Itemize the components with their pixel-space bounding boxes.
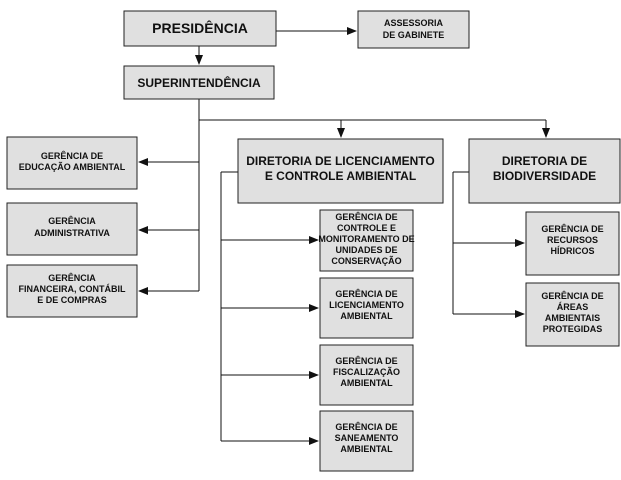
box-presidencia: PRESIDÊNCIA — [123, 10, 277, 47]
gerencia-financeira-line2: FINANCEIRA, CONTÁBIL — [19, 284, 126, 294]
gerencia-administrativa-line2: ADMINISTRATIVA — [34, 228, 110, 238]
box-gerencia-educacao: GERÊNCIA DE EDUCAÇÃO AMBIENTAL — [6, 136, 138, 190]
gerencia-areas-line2: ÁREAS — [557, 302, 589, 312]
gerencia-saneamento-line3: AMBIENTAL — [340, 444, 393, 454]
gerencia-licenciamento-line1: GERÊNCIA DE — [335, 288, 397, 299]
gerencia-financeira-line1: GERÊNCIA — [48, 272, 96, 283]
diretoria-biodiversidade-line1: DIRETORIA DE — [502, 154, 587, 168]
presidencia-label: PRESIDÊNCIA — [152, 19, 248, 36]
gerencia-licenciamento-line2: LICENCIAMENTO — [329, 300, 404, 310]
box-gerencia-controle: GERÊNCIA DE CONTROLE E MONITORAMENTO DE … — [318, 209, 415, 272]
box-gerencia-fiscalizacao: GERÊNCIA DE FISCALIZAÇÃO AMBIENTAL — [319, 344, 414, 406]
box-gerencia-recursos: GERÊNCIA DE RECURSOS HÍDRICOS — [525, 211, 620, 276]
gerencia-areas-line4: PROTEGIDAS — [543, 324, 603, 334]
box-gerencia-licenciamento: GERÊNCIA DE LICENCIAMENTO AMBIENTAL — [319, 277, 414, 339]
gerencia-financeira-line3: E DE COMPRAS — [37, 295, 107, 305]
gerencia-controle-line5: CONSERVAÇÃO — [331, 256, 401, 266]
box-gerencia-financeira: GERÊNCIA FINANCEIRA, CONTÁBIL E DE COMPR… — [6, 264, 138, 318]
gerencia-fiscalizacao-line2: FISCALIZAÇÃO — [333, 367, 400, 377]
gerencia-controle-line2: CONTROLE E — [337, 223, 396, 233]
assessoria-label-line2: DE GABINETE — [383, 30, 445, 40]
assessoria-label-line1: ASSESSORIA — [384, 18, 444, 28]
gerencia-controle-line1: GERÊNCIA DE — [335, 211, 397, 222]
diretoria-biodiversidade-line2: BIODIVERSIDADE — [493, 169, 596, 183]
gerencia-saneamento-line1: GERÊNCIA DE — [335, 421, 397, 432]
diretoria-licenciamento-line1: DIRETORIA DE LICENCIAMENTO — [246, 154, 434, 168]
box-gerencia-areas: GERÊNCIA DE ÁREAS AMBIENTAIS PROTEGIDAS — [525, 282, 620, 347]
gerencia-recursos-line1: GERÊNCIA DE — [541, 223, 603, 234]
gerencia-controle-line3: MONITORAMENTO DE — [318, 234, 414, 244]
gerencia-fiscalizacao-line1: GERÊNCIA DE — [335, 355, 397, 366]
box-diretoria-licenciamento: DIRETORIA DE LICENCIAMENTO E CONTROLE AM… — [237, 138, 444, 204]
superintendencia-label: SUPERINTENDÊNCIA — [137, 75, 261, 90]
box-gerencia-saneamento: GERÊNCIA DE SANEAMENTO AMBIENTAL — [319, 410, 414, 472]
gerencia-saneamento-line2: SANEAMENTO — [335, 433, 399, 443]
gerencia-fiscalizacao-line3: AMBIENTAL — [340, 378, 393, 388]
gerencia-recursos-line2: RECURSOS — [547, 235, 598, 245]
gerencia-controle-line4: UNIDADES DE — [335, 245, 397, 255]
box-assessoria: ASSESSORIA DE GABINETE — [357, 10, 470, 49]
gerencia-recursos-line3: HÍDRICOS — [550, 246, 594, 256]
gerencia-areas-line3: AMBIENTAIS — [545, 313, 600, 323]
diretoria-licenciamento-line2: E CONTROLE AMBIENTAL — [265, 169, 416, 183]
box-gerencia-administrativa: GERÊNCIA ADMINISTRATIVA — [6, 202, 138, 256]
gerencia-licenciamento-line3: AMBIENTAL — [340, 311, 393, 321]
box-superintendencia: SUPERINTENDÊNCIA — [123, 65, 275, 100]
gerencia-educacao-line1: GERÊNCIA DE — [41, 150, 103, 161]
connectors — [138, 27, 550, 445]
gerencia-areas-line1: GERÊNCIA DE — [541, 290, 603, 301]
gerencia-educacao-line2: EDUCAÇÃO AMBIENTAL — [19, 162, 126, 172]
gerencia-administrativa-line1: GERÊNCIA — [48, 215, 96, 226]
box-diretoria-biodiversidade: DIRETORIA DE BIODIVERSIDADE — [468, 138, 621, 204]
